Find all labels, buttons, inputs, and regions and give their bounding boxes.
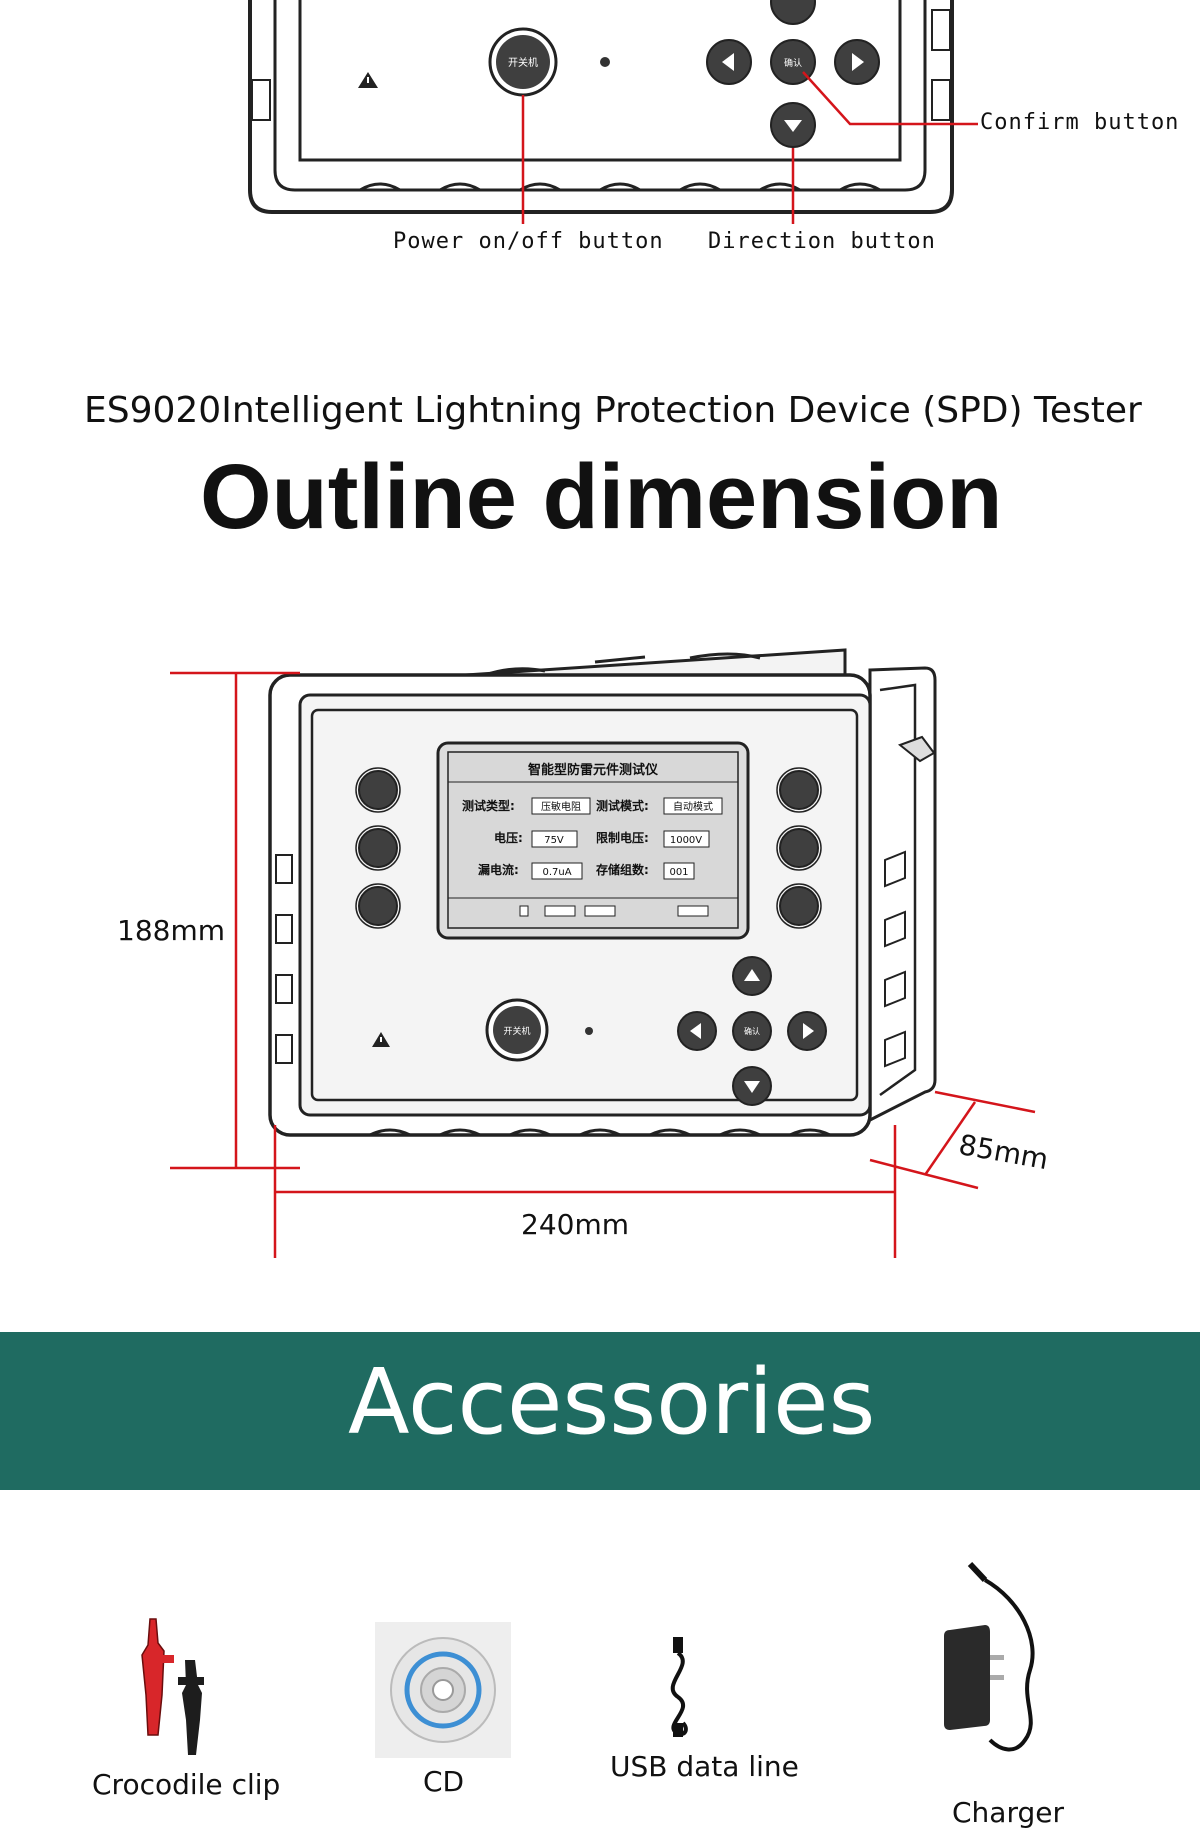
- outline-indicator-dot: [585, 1027, 593, 1035]
- confirm-button-callout: Confirm button: [980, 110, 1180, 135]
- direction-button-callout: Direction button: [708, 229, 936, 254]
- direction-right-button[interactable]: [834, 39, 880, 85]
- screen-voltage-value: 75V: [544, 835, 564, 846]
- charger-icon: [944, 1561, 1035, 1752]
- direction-down-button[interactable]: [770, 102, 816, 148]
- screen-test-mode-value: 自动模式: [673, 800, 713, 813]
- screen-title: 智能型防雷元件测试仪: [528, 762, 659, 778]
- height-dimension: 188mm: [117, 914, 225, 947]
- screen-storage-groups-label: 存储组数:: [595, 862, 649, 877]
- arrow-up-icon: [744, 969, 760, 981]
- screen-voltage-label: 电压:: [494, 830, 523, 845]
- arrow-down-icon: [784, 120, 802, 132]
- screen-test-mode-label: 测试模式:: [596, 798, 649, 813]
- power-button-callout: Power on/off button: [393, 229, 664, 254]
- power-button-label: 开关机: [508, 56, 538, 69]
- left-function-button-2[interactable]: [355, 825, 401, 871]
- arrow-right-icon: [803, 1023, 814, 1039]
- confirm-leader-line: [802, 71, 978, 126]
- cd-icon: [375, 1622, 511, 1758]
- accessory-crocodile-clip-label: Crocodile clip: [92, 1768, 281, 1801]
- direction-up-button[interactable]: [770, 0, 816, 25]
- right-function-button-3[interactable]: [776, 883, 822, 929]
- screen-limit-voltage-value: 1000V: [670, 835, 702, 846]
- accessory-cd-label: CD: [423, 1765, 465, 1798]
- accessories-banner: Accessories: [0, 1332, 1200, 1490]
- outline-down-button[interactable]: [732, 1066, 772, 1106]
- right-function-button-1[interactable]: [776, 767, 822, 813]
- left-function-button-1[interactable]: [355, 767, 401, 813]
- screen-leakage-label: 漏电流:: [478, 862, 519, 877]
- outline-power-button[interactable]: 开关机: [485, 998, 549, 1062]
- accessory-charger-label: Charger: [952, 1796, 1064, 1829]
- outline-confirm-button[interactable]: 确认: [732, 1011, 772, 1051]
- screen-storage-groups-value: 001: [669, 867, 688, 878]
- power-button[interactable]: 开关机: [488, 27, 558, 97]
- screen-test-type-label: 测试类型:: [462, 798, 515, 813]
- indicator-dot: [600, 57, 610, 67]
- screen-limit-voltage-label: 限制电压:: [596, 830, 649, 845]
- outline-left-button[interactable]: [677, 1011, 717, 1051]
- product-subtitle: ES9020Intelligent Lightning Protection D…: [84, 390, 1142, 431]
- left-function-button-3[interactable]: [355, 883, 401, 929]
- outline-up-button[interactable]: [732, 956, 772, 996]
- usb-cable-icon: [670, 1637, 688, 1737]
- outline-confirm-button-label: 确认: [744, 1026, 760, 1036]
- arrow-left-icon: [690, 1023, 701, 1039]
- outline-power-button-label: 开关机: [503, 1025, 530, 1037]
- warning-icon: [372, 1032, 390, 1047]
- accessory-usb-data-line-label: USB data line: [610, 1750, 799, 1783]
- width-dimension: 240mm: [521, 1208, 629, 1241]
- screen-test-type-value: 压敏电阻: [541, 800, 581, 813]
- top-device-illustration: 开关机 确认: [248, 0, 978, 224]
- outline-right-button[interactable]: [787, 1011, 827, 1051]
- device-outline-illustration: 智能型防雷元件测试仪 测试类型: 压敏电阻 测试模式: 自动模式 电压: 75V…: [170, 648, 1036, 1258]
- dimension-lines: [170, 671, 1036, 1258]
- confirm-button-label: 确认: [784, 57, 802, 69]
- arrow-down-icon: [744, 1081, 760, 1093]
- arrow-right-icon: [852, 53, 864, 71]
- section-title-accessories: Accessories: [348, 1350, 876, 1455]
- arrow-left-icon: [722, 53, 734, 71]
- section-title-outline: Outline dimension: [200, 446, 1003, 548]
- screen-leakage-value: 0.7uA: [542, 867, 571, 878]
- direction-left-button[interactable]: [706, 39, 752, 85]
- right-function-button-2[interactable]: [776, 825, 822, 871]
- warning-icon: [358, 72, 378, 88]
- crocodile-clip-icon: [141, 1618, 204, 1755]
